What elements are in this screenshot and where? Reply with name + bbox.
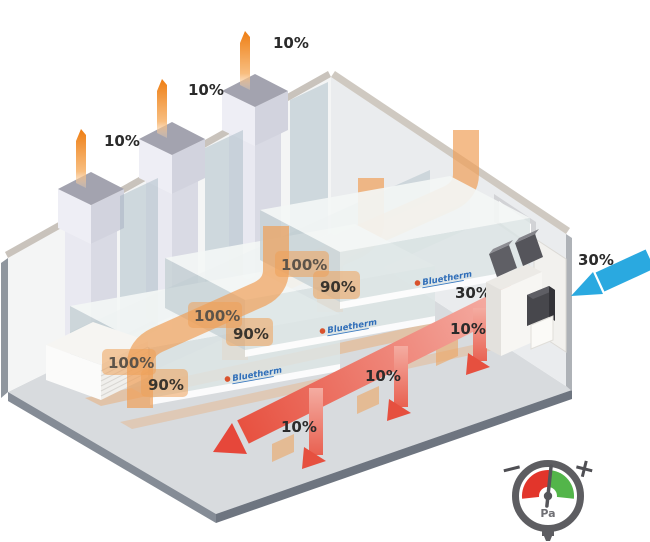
outside-air-arrowhead (571, 272, 603, 296)
brand-logo-underline (422, 280, 464, 289)
louver-top (46, 322, 148, 365)
unit-plinth (150, 364, 340, 405)
brand-logo-underline (327, 328, 369, 337)
return-drop-3-head (466, 353, 490, 375)
label-badge (102, 349, 156, 375)
return-drop-2-head (387, 399, 411, 421)
floor-edge-left (8, 392, 216, 523)
control-cabinet (486, 229, 567, 356)
label-badge (226, 318, 273, 346)
cabinet-left-face (486, 282, 501, 356)
label-badge (275, 251, 329, 277)
floor-return-label-2: 10% (365, 367, 401, 385)
control-box-top (527, 286, 555, 299)
floor-edge-right (216, 390, 572, 523)
left-wall-outer-edge (1, 258, 8, 398)
unit-plinth (245, 316, 435, 357)
brand-logo-icon (224, 376, 231, 382)
return-drop-2 (394, 346, 408, 407)
burner-label-3: 90% (320, 278, 356, 296)
flue-loss-label-3: 10% (273, 34, 309, 52)
louver-left-face (46, 345, 101, 400)
return-drop-3 (473, 308, 487, 361)
label-badge (313, 271, 360, 299)
flue-loss-label-1: 10% (104, 132, 140, 150)
gauge-hub (543, 491, 553, 501)
gauge-stem-tip (544, 536, 552, 541)
minus-icon: − (498, 452, 526, 486)
hood-face (515, 234, 543, 266)
label-badge (141, 369, 188, 397)
floor-tab-2 (357, 386, 379, 414)
burner-label-2: 90% (233, 325, 269, 343)
intake-label-3: 100% (281, 256, 327, 274)
cabinet-top (486, 264, 542, 290)
flue-loss-label-2: 10% (188, 81, 224, 99)
floor-tab-1 (272, 434, 294, 462)
hood-top (489, 240, 513, 254)
cabinet-vent-hood-2 (515, 229, 543, 266)
return-main-band (237, 284, 522, 444)
intake-label-1: 100% (108, 354, 154, 372)
recirculation-label: 30% (455, 284, 491, 302)
burner-label-1: 90% (148, 376, 184, 394)
floor-tab-3 (436, 338, 458, 366)
return-main-arrowhead (213, 423, 247, 454)
unit-top (260, 176, 530, 252)
intake-label-2: 100% (194, 307, 240, 325)
right-wall-outer-edge (566, 234, 572, 391)
brand-logo-icon (414, 280, 421, 286)
cabinet-drawer (530, 315, 554, 350)
plus-icon: + (570, 452, 598, 486)
hood-top (515, 229, 539, 243)
return-air-arrows: 10% 10% 10% 30% (213, 284, 522, 469)
floor-return-label-3: 10% (450, 320, 486, 338)
floor-return-label-1: 10% (281, 418, 317, 436)
return-drop-1 (309, 388, 323, 455)
cabinet-control-box (527, 286, 555, 326)
unit-front-face (340, 218, 530, 302)
outside-air-label: 30% (578, 251, 614, 269)
brand-logo-underline (232, 376, 274, 385)
outside-air-band (595, 249, 650, 292)
control-box-right (549, 286, 555, 321)
pressure-gauge-icon: Pa − + (498, 452, 598, 541)
unit-plinth (340, 268, 530, 309)
right-wall-top-edge (331, 71, 570, 234)
cabinet-vent-hood-1 (489, 240, 517, 277)
return-drop-1-head (302, 447, 326, 469)
hood-face (489, 245, 517, 277)
outside-air-arrow: 30% (571, 249, 650, 296)
brand-logo-icon (319, 328, 326, 334)
airflow-labels: 100% 90% 100% 90% 100% 90% (102, 251, 360, 397)
gauge-unit-label: Pa (540, 507, 555, 520)
